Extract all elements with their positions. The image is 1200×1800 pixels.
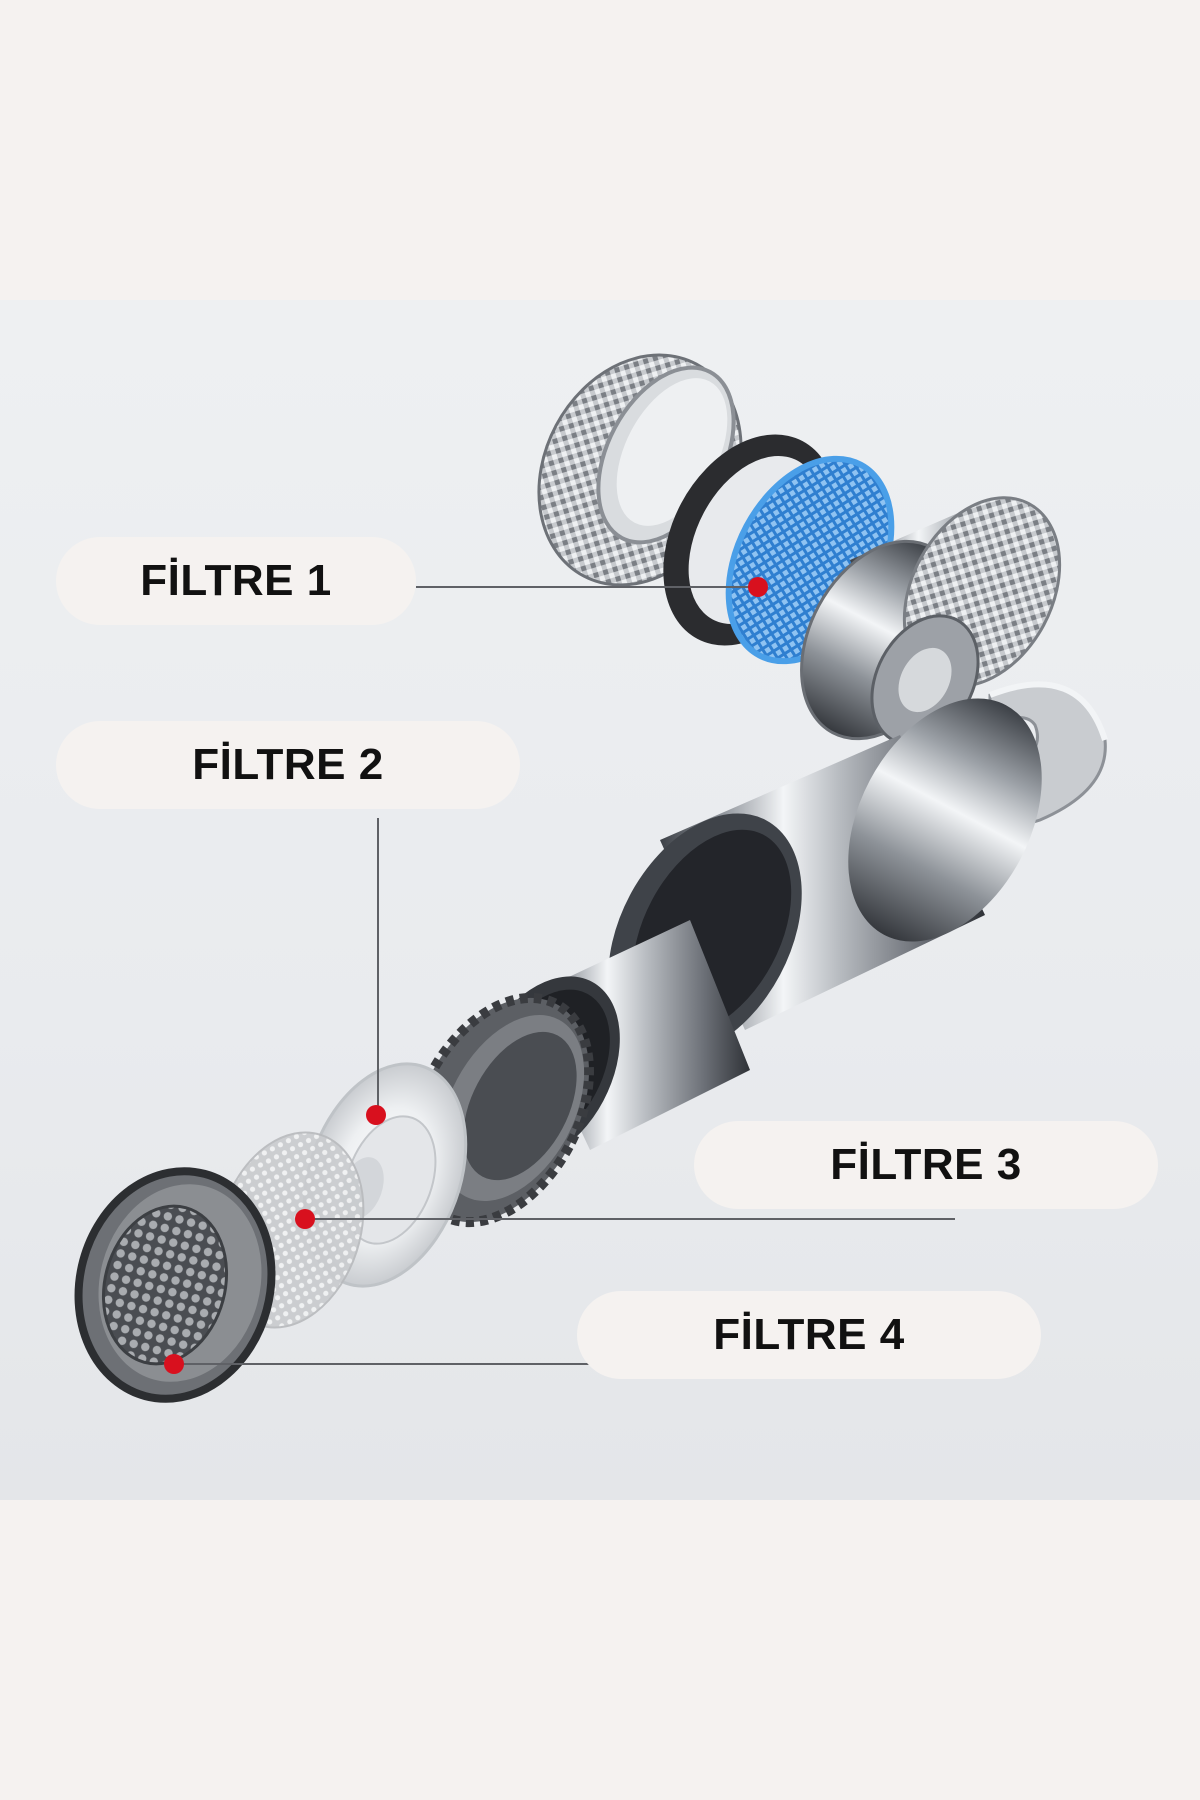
marker-filter-2 <box>366 1105 386 1125</box>
filter-3-label: FİLTRE 3 <box>694 1121 1158 1209</box>
marker-filter-4 <box>164 1354 184 1374</box>
filter-2-label: FİLTRE 2 <box>56 721 520 809</box>
aerator-insert-icon <box>74 1167 276 1403</box>
filter-4-label: FİLTRE 4 <box>577 1291 1041 1379</box>
filter-markers <box>164 577 768 1374</box>
marker-filter-3 <box>295 1209 315 1229</box>
leader-lines <box>174 586 955 1365</box>
filter-1-label: FİLTRE 1 <box>56 537 416 625</box>
marker-filter-1 <box>748 577 768 597</box>
swivel-connector-icon <box>800 496 1108 847</box>
